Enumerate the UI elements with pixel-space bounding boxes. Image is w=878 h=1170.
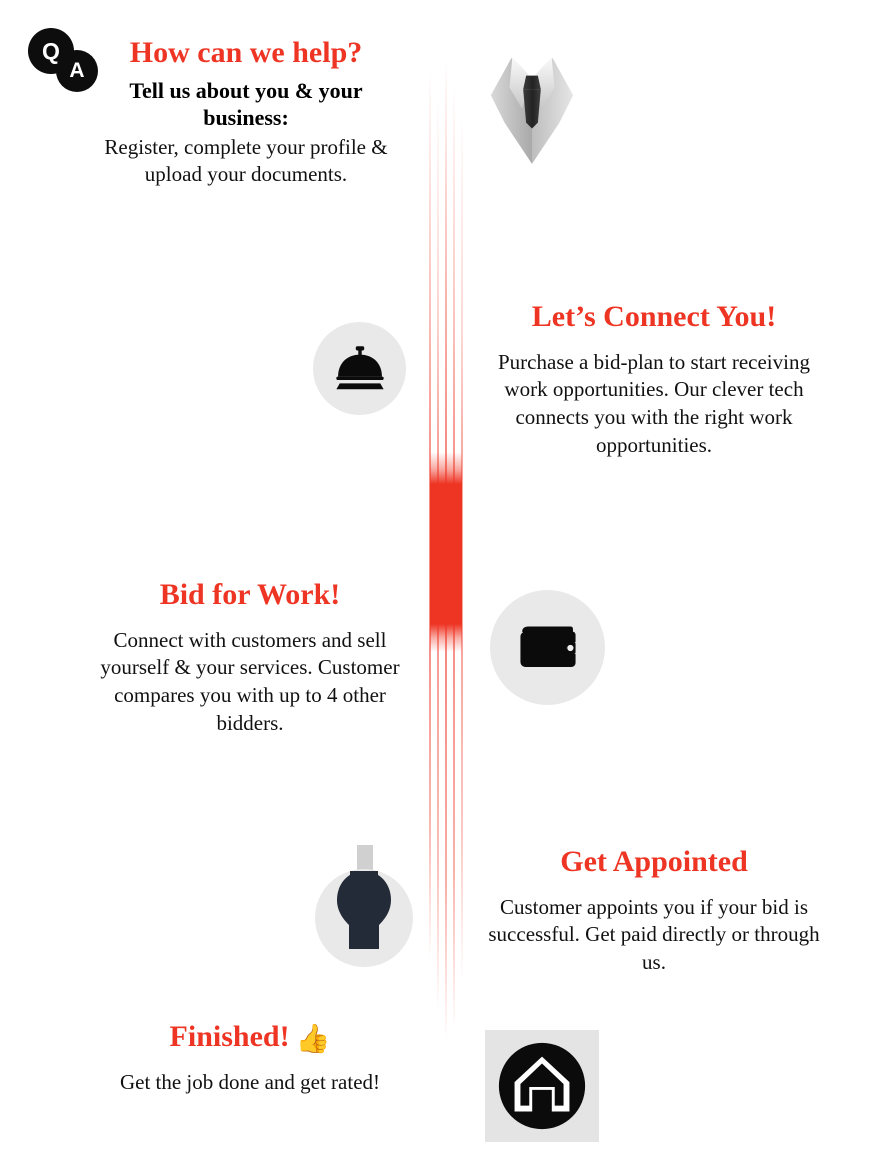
thumbs-up-icon: 👍: [295, 1024, 331, 1055]
timeline-spine: [418, 0, 488, 1170]
qa-answer-letter: A: [69, 59, 85, 82]
step-5-body: Get the job done and get rated!: [119, 1069, 381, 1094]
step-2-title: Let’s Connect You!: [531, 300, 777, 333]
step-4-title: Get Appointed: [560, 845, 748, 878]
step-3-text: Bid for Work! Connect with customers and…: [100, 578, 400, 738]
service-bell-icon: [313, 322, 406, 415]
wallet-icon: [490, 590, 605, 705]
step-1-title: How can we help?: [129, 36, 363, 69]
wrench-icon: [313, 845, 415, 975]
step-1-subtitle: Tell us about you & your business:: [129, 77, 363, 131]
spine-line-3: [445, 0, 447, 1170]
step-5-text: Finished!👍 Get the job done and get rate…: [104, 1020, 396, 1096]
business-suit-icon: [483, 46, 581, 166]
step-4-body: Customer appoints you if your bid is suc…: [488, 894, 820, 975]
spine-line-4: [453, 0, 455, 1170]
step-5-title: Finished!👍: [104, 1020, 396, 1055]
step-2-body: Purchase a bid-plan to start receiving w…: [498, 349, 810, 458]
spine-line-2: [437, 0, 439, 1170]
qa-question-letter: Q: [42, 37, 60, 64]
step-2-text: Let’s Connect You! Purchase a bid-plan t…: [484, 300, 824, 460]
spine-line-1: [429, 0, 431, 1170]
step-4-text: Get Appointed Customer appoints you if y…: [486, 845, 822, 977]
step-1-text: How can we help? Tell us about you & you…: [96, 36, 396, 189]
step-3-title: Bid for Work!: [159, 578, 341, 611]
house-icon: [485, 1030, 599, 1142]
step-3-body: Connect with customers and sell yourself…: [100, 627, 400, 736]
qa-question-bubble: Q: [28, 28, 74, 74]
spine-highlight-bar: [430, 452, 462, 652]
step-5-title-label: Finished!: [169, 1020, 290, 1053]
spine-line-5: [461, 0, 463, 1170]
step-1-body: Register, complete your profile & upload…: [104, 134, 388, 187]
qa-bubbles-icon: Q A: [28, 28, 104, 98]
